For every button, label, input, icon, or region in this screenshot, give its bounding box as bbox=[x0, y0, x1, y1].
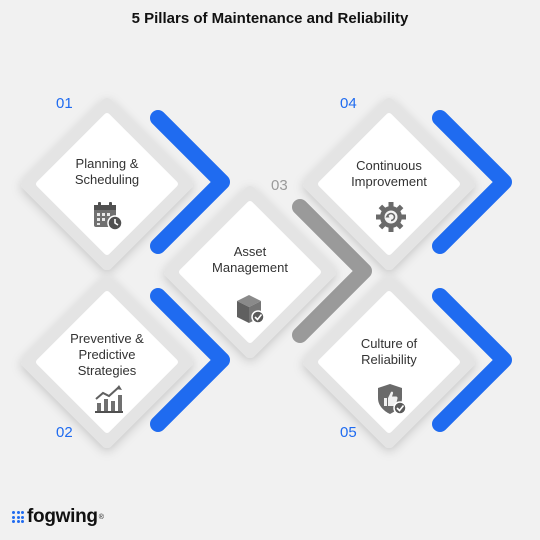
chevron-02 bbox=[150, 288, 230, 432]
gear-refresh-icon bbox=[376, 202, 406, 232]
pillar-label-line: Management bbox=[212, 260, 288, 275]
pillar-number-02: 02 bbox=[56, 424, 73, 441]
card-05 bbox=[303, 276, 475, 448]
registered-mark: ® bbox=[98, 513, 104, 521]
calendar-clock-icon bbox=[94, 202, 123, 231]
chevron-04 bbox=[432, 110, 512, 254]
pillar-label-line: Asset bbox=[233, 244, 267, 259]
pillar-number-01: 01 bbox=[56, 95, 73, 112]
card-02 bbox=[21, 276, 193, 448]
logo-dots-icon bbox=[12, 511, 24, 523]
pillar-label-line: Preventive & bbox=[70, 331, 144, 346]
pillar-label-03: Asset Management bbox=[170, 244, 330, 276]
pillar-label-04: Continuous Improvement bbox=[309, 158, 469, 190]
pillar-number-05: 05 bbox=[340, 424, 357, 441]
bar-chart-trend-icon bbox=[95, 385, 123, 413]
pillar-label-line: Reliability bbox=[361, 352, 417, 367]
card-01 bbox=[21, 98, 193, 270]
card-04 bbox=[303, 98, 475, 270]
pillar-label-line: Culture of bbox=[360, 336, 418, 351]
card-03 bbox=[164, 186, 336, 358]
pillar-label-line: Strategies bbox=[77, 363, 137, 378]
shield-thumbs-up-icon bbox=[378, 384, 407, 415]
pillar-label-01: Planning & Scheduling bbox=[27, 156, 187, 188]
chevron-01 bbox=[150, 110, 230, 254]
pillar-label-line: Continuous bbox=[356, 158, 422, 173]
page-title: 5 Pillars of Maintenance and Reliability bbox=[131, 10, 409, 27]
box-check-icon bbox=[237, 295, 265, 324]
pillar-number-03: 03 bbox=[271, 177, 288, 194]
pillar-label-line: Scheduling bbox=[74, 172, 140, 187]
pillar-label-line: Planning & bbox=[75, 156, 139, 171]
brand-name: fogwing bbox=[27, 506, 98, 527]
pillar-number-04: 04 bbox=[340, 95, 357, 112]
pillar-label-line: Predictive bbox=[78, 347, 136, 362]
chevron-05 bbox=[432, 288, 512, 432]
pillar-label-02: Preventive & Predictive Strategies bbox=[27, 331, 187, 379]
pillar-label-05: Culture of Reliability bbox=[309, 336, 469, 368]
pillar-label-line: Improvement bbox=[351, 174, 427, 189]
fogwing-logo: fogwing® bbox=[12, 506, 104, 528]
chevron-03 bbox=[292, 199, 372, 343]
